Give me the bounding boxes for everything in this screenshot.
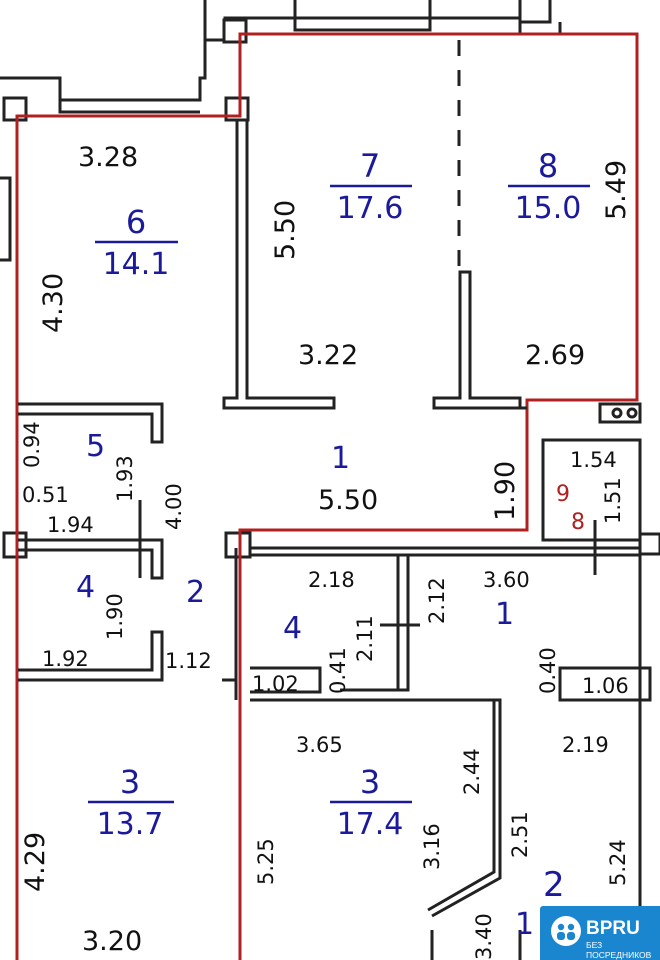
room-6-area: 14.1 — [102, 247, 170, 282]
dimension-label: 1.93 — [113, 455, 137, 502]
dimension-label: 1.90 — [103, 593, 127, 640]
dimension-label: 2.12 — [425, 577, 449, 624]
dimension-label: 3.16 — [420, 823, 444, 870]
dimension-label: 2.51 — [508, 811, 532, 858]
dimension-label: 1.12 — [165, 649, 212, 673]
dimension-label: 0.94 — [20, 421, 44, 468]
room-9-number: 9 — [556, 482, 570, 507]
room-2-left-number: 2 — [186, 575, 206, 610]
dimension-label: 1.51 — [601, 477, 625, 524]
dimension-label: 3.20 — [82, 926, 143, 957]
room-3-right-area: 17.4 — [336, 807, 404, 842]
dimension-label: 1.06 — [582, 674, 629, 698]
dimension-label: 2.18 — [308, 568, 355, 592]
dimension-label: 5.50 — [270, 199, 301, 260]
dimension-label: 0.41 — [326, 647, 350, 694]
dimension-label: 4.30 — [38, 272, 69, 333]
room-7-number: 7 — [359, 147, 381, 185]
room-3-left-area: 13.7 — [96, 807, 164, 842]
dimension-label: 5.25 — [254, 838, 278, 885]
dimension-label: 1.90 — [490, 460, 521, 521]
room-3-right-number: 3 — [359, 763, 381, 801]
room-underlines — [88, 184, 590, 804]
dimension-label: 2.19 — [562, 733, 609, 757]
badge-title: BPRU — [586, 918, 640, 939]
dimension-label: 5.49 — [601, 159, 632, 220]
dimension-label: 2.44 — [460, 748, 484, 795]
dimension-label: 0.40 — [536, 647, 560, 694]
partial-area-label: 1 — [515, 907, 535, 942]
room-7-area: 17.6 — [336, 191, 404, 226]
dimension-label: 1.94 — [47, 513, 94, 537]
room-8-area: 15.0 — [514, 191, 582, 226]
room-1-right-number: 1 — [495, 597, 515, 632]
dimension-label: 5.50 — [318, 485, 379, 516]
interior-walls — [18, 40, 652, 960]
dimension-label: 1.02 — [252, 672, 299, 696]
hall-room-number: 1 — [331, 441, 351, 476]
badge-subtitle: БЕЗ ПОСРЕДНИКОВ — [586, 940, 652, 960]
room-5-number: 5 — [86, 429, 106, 464]
dimension-label: 4.29 — [20, 831, 51, 892]
dimension-label: 1.54 — [570, 448, 617, 472]
dimension-label: 3.28 — [78, 142, 139, 173]
bathroom-block — [541, 402, 642, 542]
room-4-left-number: 4 — [76, 570, 96, 605]
dimension-label: 2.11 — [353, 615, 377, 662]
apartment-outline — [15, 32, 639, 960]
room-2-right-number: 2 — [543, 865, 565, 905]
bpru-badge: BPRU БЕЗ ПОСРЕДНИКОВ — [540, 906, 660, 960]
dimension-label: 3.40 — [472, 913, 496, 960]
dimension-label: 1.92 — [42, 647, 89, 671]
dimension-label: 5.24 — [606, 839, 630, 886]
room-3-left-number: 3 — [119, 763, 141, 801]
room-8-small-number: 8 — [571, 510, 585, 535]
dimension-label: 3.65 — [296, 733, 343, 757]
room-4-right-number: 4 — [283, 611, 303, 646]
room-6-number: 6 — [125, 203, 147, 241]
dimension-label: 2.69 — [525, 340, 586, 371]
people-icon — [551, 916, 581, 946]
dimension-label: 3.60 — [483, 568, 530, 592]
room-8-number: 8 — [537, 147, 559, 185]
dimension-label: 4.00 — [162, 483, 186, 530]
dimension-label: 3.22 — [298, 340, 359, 371]
dimension-label: 0.51 — [22, 483, 69, 507]
